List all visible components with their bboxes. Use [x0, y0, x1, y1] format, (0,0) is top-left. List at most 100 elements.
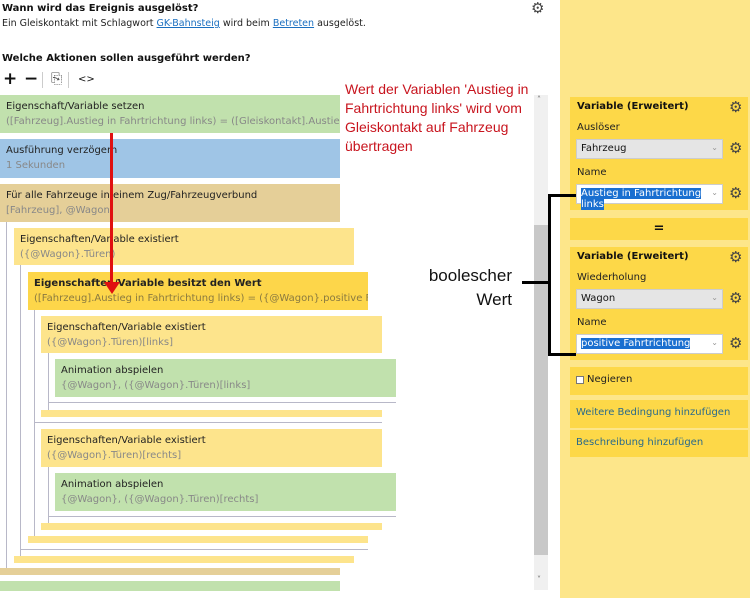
block-end: [41, 523, 382, 530]
scrollbar-thumb[interactable]: [534, 225, 548, 555]
action-title: Eigenschaften/Variable existiert: [47, 322, 206, 333]
action-title: Eigenschaft/Variable setzen: [6, 101, 145, 112]
scroll-up-icon[interactable]: ˄: [537, 95, 541, 104]
action-detail: ([Fahrzeug].Austieg in Fahrtrichtung lin…: [34, 293, 368, 304]
tree-line: [48, 402, 396, 403]
add-condition-link[interactable]: Weitere Bedingung hinzufügen: [576, 407, 731, 418]
gear-icon[interactable]: ⚙: [729, 334, 743, 352]
gear-icon[interactable]: ⚙: [729, 248, 743, 266]
bracket-line: [548, 353, 576, 356]
toolbar-divider: [68, 72, 69, 88]
action-for-each-vehicle[interactable]: Für alle Fahrzeuge in einem Zug/Fahrzeug…: [0, 184, 340, 222]
scroll-down-icon[interactable]: ˅: [537, 575, 541, 584]
action-detail: ({@Wagon}.Türen)[rechts]: [47, 450, 182, 461]
trigger-heading: Wann wird das Ereignis ausgelöst?: [2, 3, 199, 14]
negate-row: [570, 367, 748, 395]
desc-text: ausgelöst.: [314, 18, 366, 29]
tree-line: [48, 516, 396, 517]
select-value: positive Fahrtrichtung: [581, 338, 691, 349]
bracket-line: [522, 281, 549, 284]
negate-label: Negieren: [587, 374, 633, 385]
block-end: [14, 556, 354, 563]
tree-line: [48, 467, 49, 523]
field-label: Name: [577, 167, 607, 178]
add-button[interactable]: +: [3, 69, 18, 89]
annotation-text: Wert der Variablen 'Austieg in Fahrtrich…: [345, 81, 529, 154]
block-end: [28, 536, 368, 543]
code-button[interactable]: <>: [78, 74, 95, 85]
arrow-head-icon: [104, 282, 120, 294]
action-detail: {@Wagon}, ({@Wagon}.Türen)[links]: [61, 380, 251, 391]
copy-icon[interactable]: ⎘: [51, 71, 63, 87]
bracket-line: [548, 194, 576, 197]
action-play-animation[interactable]: Animation abspielen {@Wagon}, ({@Wagon}.T…: [55, 359, 396, 397]
tree-line: [6, 222, 7, 568]
name-select[interactable]: positive Fahrtrichtung ⌄: [576, 334, 723, 354]
tree-line: [20, 265, 21, 556]
bracket-line: [548, 194, 551, 356]
action-delay[interactable]: Ausführung verzögern 1 Sekunden: [0, 139, 340, 178]
card-title: Variable (Erweitert): [577, 101, 689, 112]
action-title: Animation abspielen: [61, 479, 164, 490]
action-detail: ({@Wagon}.Türen): [20, 249, 116, 260]
tree-line: [34, 310, 35, 536]
trigger-select[interactable]: Fahrzeug ⌄: [576, 139, 723, 159]
gear-icon[interactable]: ⚙: [729, 289, 743, 307]
select-value: Wagon: [581, 293, 616, 304]
field-label: Name: [577, 317, 607, 328]
chevron-down-icon: ⌄: [711, 338, 718, 347]
chevron-down-icon: ⌄: [711, 143, 718, 152]
action-detail: [Fahrzeug], @Wagon: [6, 205, 110, 216]
trigger-description: Ein Gleiskontakt mit Schlagwort GK-Bahns…: [2, 18, 366, 29]
gear-icon[interactable]: ⚙: [531, 0, 545, 17]
chevron-down-icon: ⌄: [711, 188, 718, 197]
actions-heading: Welche Aktionen sollen ausgeführt werden…: [2, 53, 251, 64]
action-title: Für alle Fahrzeuge in einem Zug/Fahrzeug…: [6, 190, 258, 201]
tree-line: [34, 422, 382, 423]
remove-button[interactable]: −: [24, 69, 39, 89]
condition-variable-has-value[interactable]: Eigenschaften/Variable besitzt den Wert (…: [28, 272, 368, 310]
add-condition-row: [570, 400, 748, 428]
tag-link[interactable]: GK-Bahnsteig: [156, 18, 220, 29]
action-title: Eigenschaften/Variable besitzt den Wert: [34, 278, 262, 289]
tree-line: [20, 549, 368, 550]
condition-variable-exists[interactable]: Eigenschaften/Variable existiert ({@Wagon…: [41, 429, 382, 467]
block-end: [41, 410, 382, 417]
scrollbar[interactable]: ˄ ˅: [534, 95, 548, 590]
field-label: Wiederholung: [577, 272, 647, 283]
arrow-line: [110, 133, 113, 283]
condition-variable-exists[interactable]: Eigenschaften/Variable existiert({@Wagon…: [41, 316, 382, 353]
card-title: Variable (Erweitert): [577, 251, 689, 262]
action-play-animation[interactable]: Animation abspielen {@Wagon}, ({@Wagon}.T…: [55, 473, 396, 511]
bracket-label-line: boolescher: [428, 266, 512, 285]
gear-icon[interactable]: ⚙: [729, 139, 743, 157]
action-partial[interactable]: [0, 581, 340, 591]
action-title: Animation abspielen: [61, 365, 164, 376]
repeat-select[interactable]: Wagon ⌄: [576, 289, 723, 309]
desc-text: wird beim: [219, 18, 273, 29]
action-detail: 1 Sekunden: [6, 160, 66, 171]
select-value: Fahrzeug: [581, 143, 627, 154]
name-select[interactable]: Austieg in Fahrtrichtung links⌄: [576, 184, 723, 210]
condition-variable-exists[interactable]: Eigenschaften/Variable existiert ({@Wagon…: [14, 228, 354, 265]
equals-operator[interactable]: =: [570, 218, 748, 240]
action-detail: {@Wagon}, ({@Wagon}.Türen)[rechts]: [61, 494, 259, 505]
event-link[interactable]: Betreten: [272, 18, 315, 29]
bracket-label-line: Wert: [476, 290, 512, 309]
action-detail: ([Fahrzeug].Austieg in Fahrtrichtung lin…: [6, 116, 340, 127]
action-title: Ausführung verzögern: [6, 145, 118, 156]
field-label: Auslöser: [577, 122, 620, 133]
block-end: [0, 568, 340, 575]
add-description-link[interactable]: Beschreibung hinzufügen: [576, 437, 704, 448]
chevron-down-icon: ⌄: [711, 293, 718, 302]
gear-icon[interactable]: ⚙: [729, 184, 743, 202]
desc-text: Ein Gleiskontakt mit Schlagwort: [2, 18, 157, 29]
tree-line: [48, 353, 49, 410]
gear-icon[interactable]: ⚙: [729, 98, 743, 116]
action-title: Eigenschaften/Variable existiert: [20, 234, 179, 245]
action-title: Eigenschaften/Variable existiert: [47, 435, 206, 446]
add-description-row: [570, 430, 748, 457]
action-set-variable[interactable]: Eigenschaft/Variable setzen ([Fahrzeug].A…: [0, 95, 340, 133]
negate-checkbox[interactable]: [576, 376, 584, 384]
